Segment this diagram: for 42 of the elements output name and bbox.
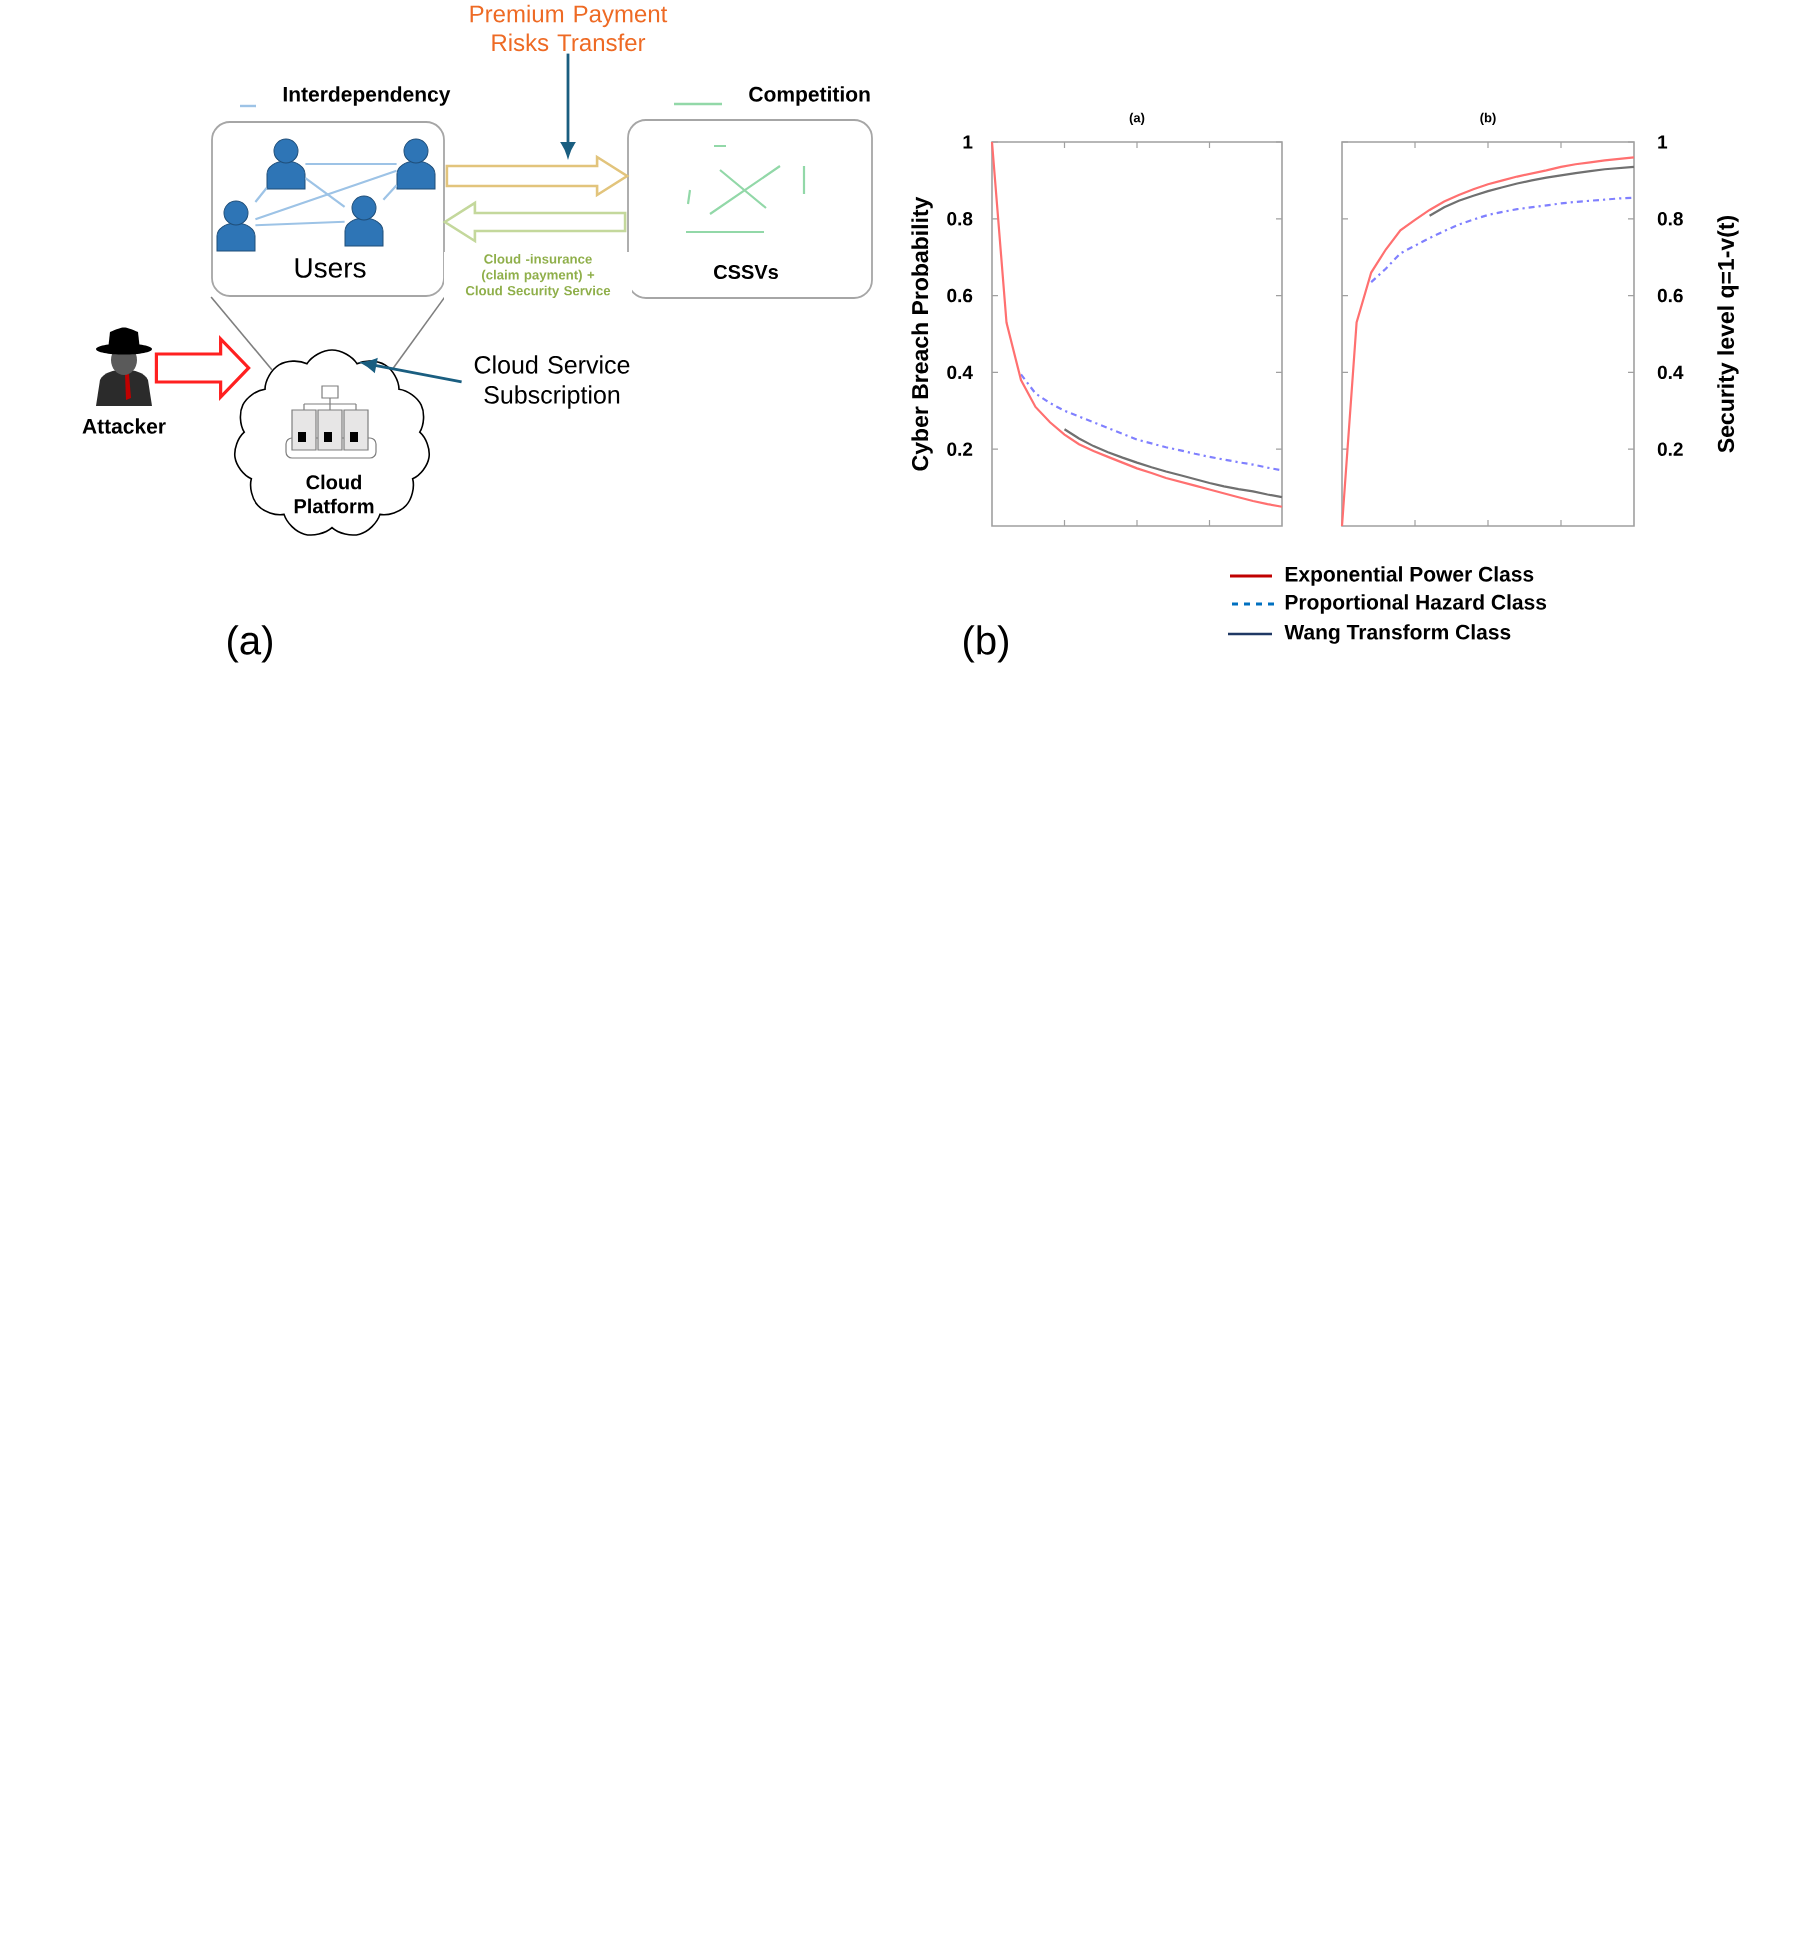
block-arrow — [154, 335, 251, 401]
legend-label: Exponential Power Class — [1285, 566, 1534, 586]
y-tick-label: 0.8 — [1657, 212, 1683, 226]
person-silhouette: Attacker — [82, 327, 166, 434]
block-arrow — [445, 154, 630, 198]
y-tick-label: 1 — [963, 135, 973, 149]
y-tick-label: 0.6 — [947, 288, 973, 303]
person-icon — [396, 138, 436, 190]
y-tick-label: 0.2 — [1657, 442, 1683, 456]
y-tick-label: 0.4 — [947, 365, 973, 380]
callout-text: Premium Payment Risks Transfer — [470, 4, 668, 52]
callout-text: Cloud Service Subscription — [474, 355, 630, 409]
legend-label: Wang Transform Class — [1284, 624, 1511, 644]
y-tick-label: 1 — [1658, 135, 1668, 149]
link-line — [304, 177, 346, 208]
y-tick-label: 0.8 — [947, 212, 973, 226]
panel-label: (b) — [964, 625, 1008, 663]
link-line — [255, 169, 397, 221]
group-box: CSSVs — [627, 119, 873, 299]
y-tick-label: 0.6 — [1657, 288, 1683, 303]
node-label: Attacker — [82, 418, 166, 434]
person-icon — [266, 138, 306, 190]
pointer-arrow — [362, 358, 462, 384]
link-line — [255, 220, 345, 227]
person-icon — [344, 195, 384, 247]
person-icon — [216, 200, 256, 252]
y-tick-label: 0.2 — [947, 442, 973, 456]
block-arrow — [442, 200, 627, 244]
pointer-arrow — [561, 53, 575, 157]
y-axis-title: Security level q=1-v(t) — [1717, 215, 1739, 453]
legend-label: Interdependency — [283, 86, 451, 106]
legend-label: Competition — [749, 86, 870, 106]
y-axis-title: Cyber Breach Probability — [911, 196, 933, 471]
connector-line — [391, 296, 446, 371]
panel-label: (a) — [228, 625, 272, 663]
group-box: Users — [211, 121, 445, 297]
link-line — [254, 187, 268, 203]
legend-label: Proportional Hazard Class — [1285, 594, 1547, 614]
connector-line — [210, 296, 273, 371]
y-tick-label: 0.4 — [1657, 365, 1684, 380]
link-line — [382, 184, 398, 201]
link-line — [305, 162, 397, 166]
